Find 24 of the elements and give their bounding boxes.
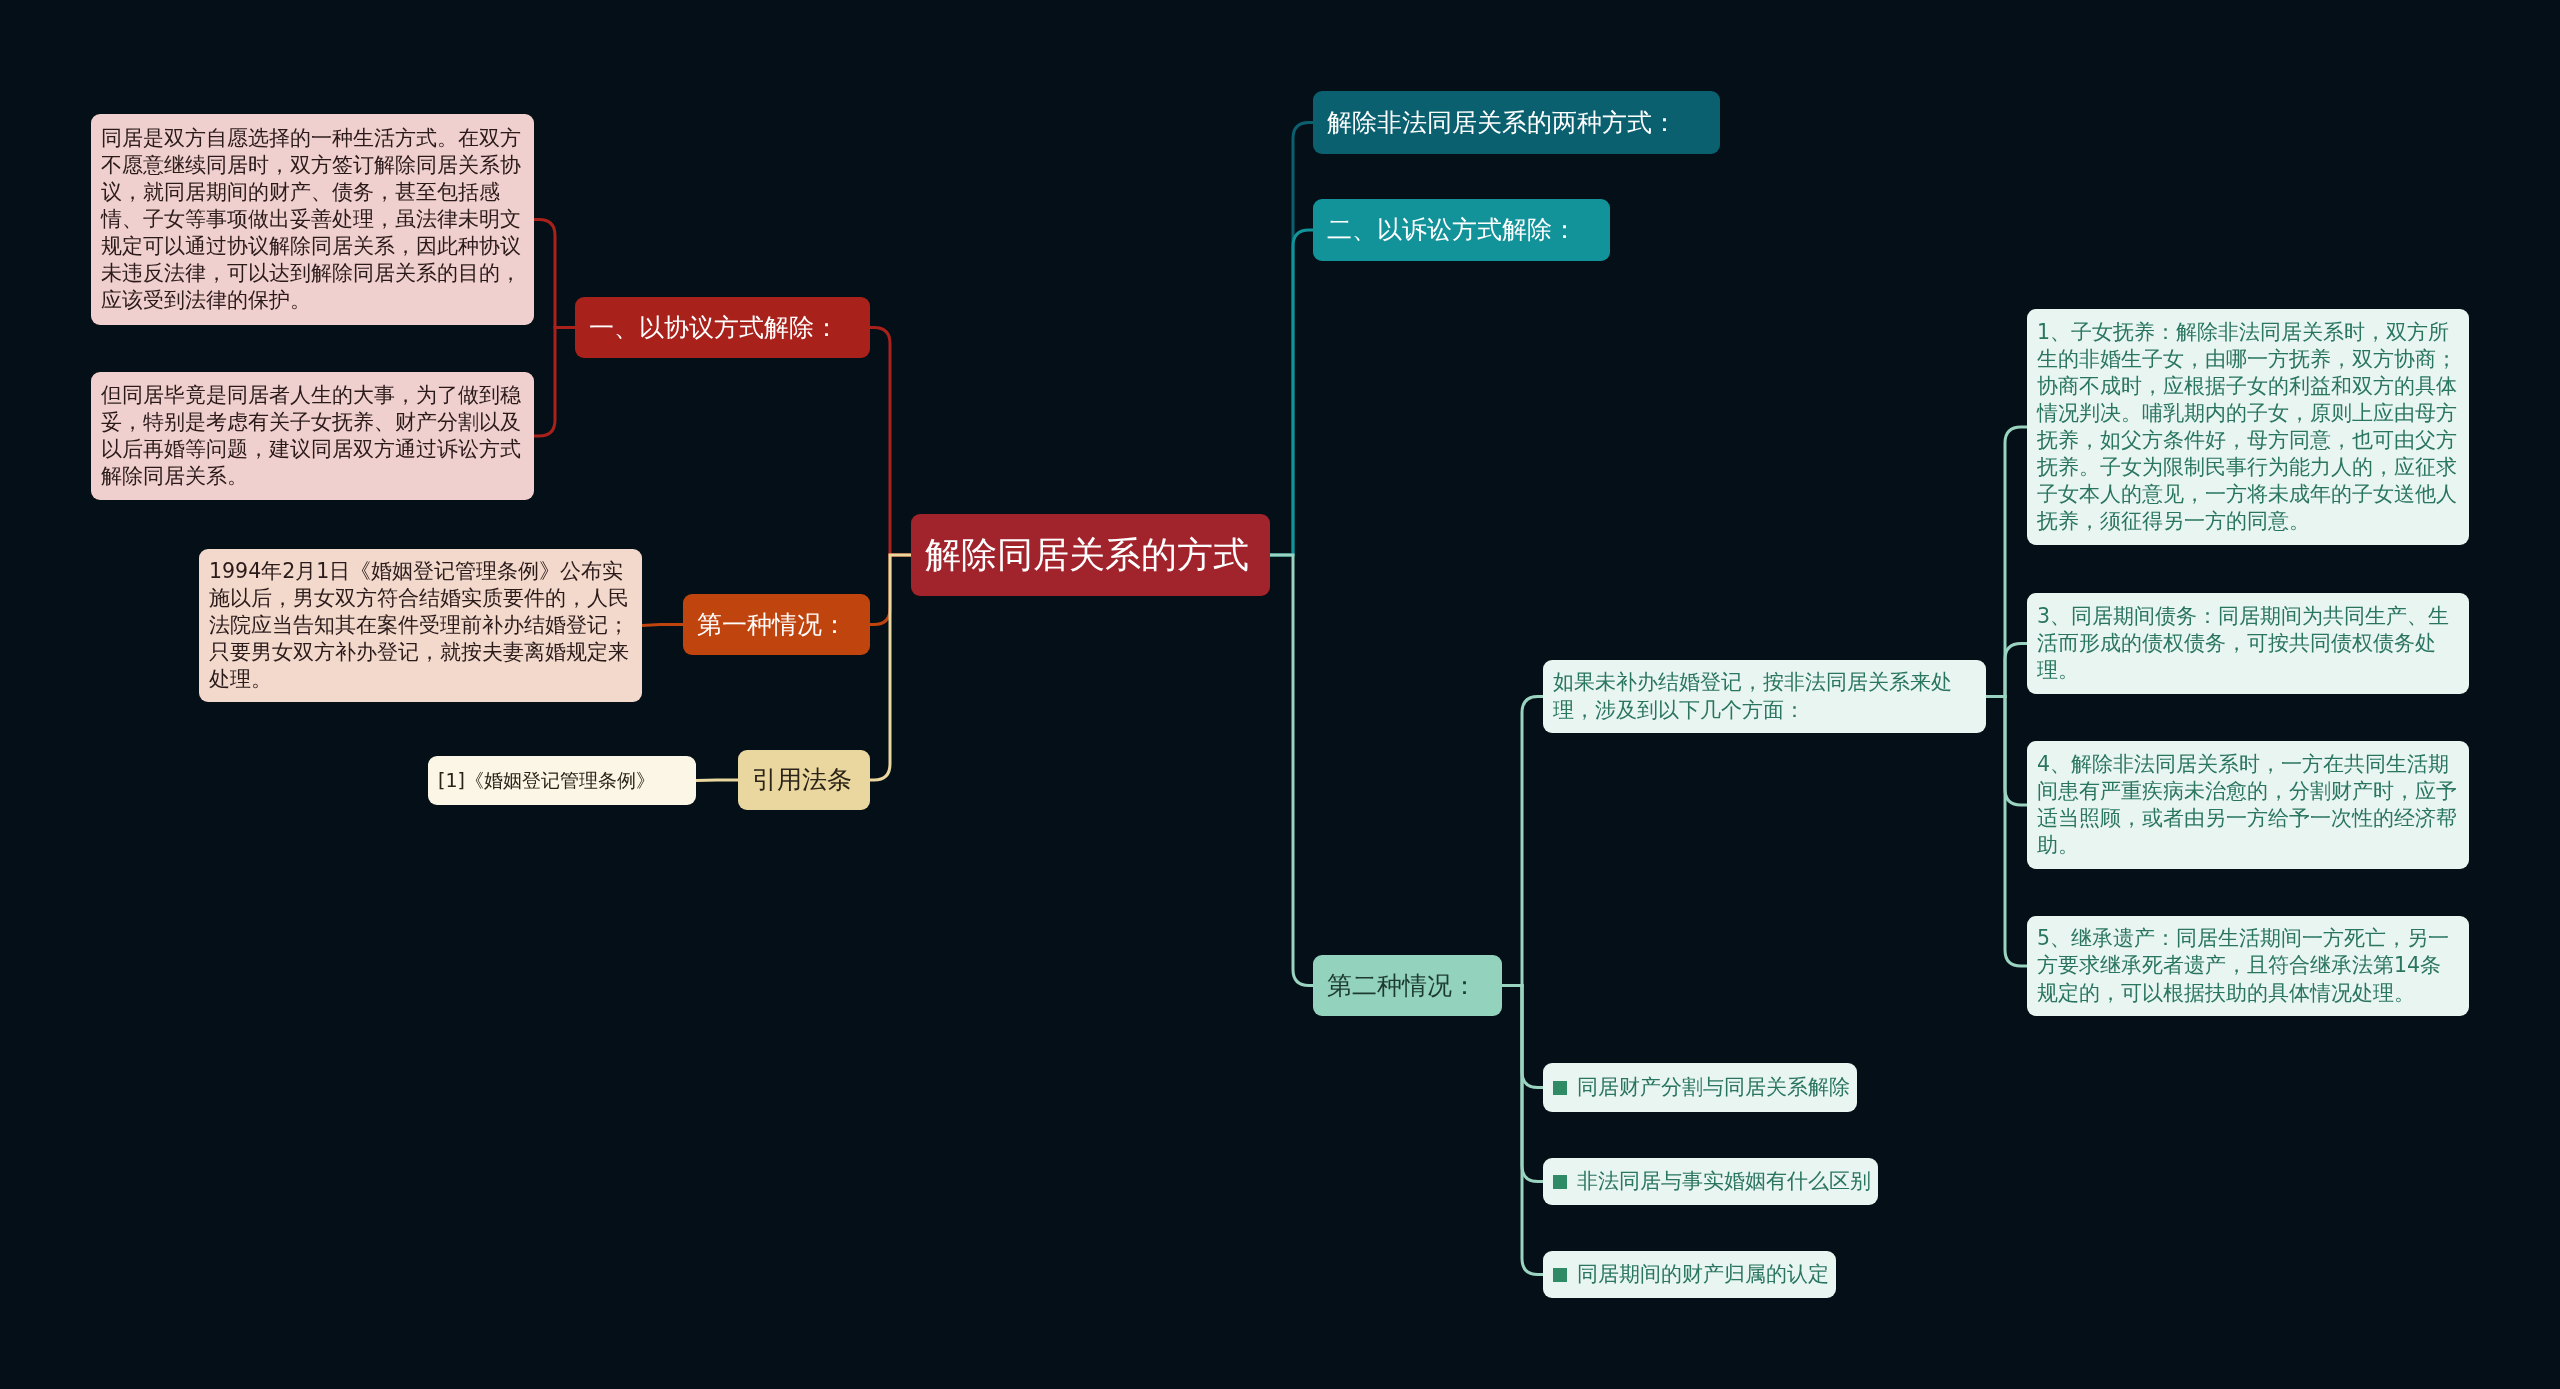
topic-box: 一、以协议方式解除： <box>575 297 870 358</box>
note-box: 同居是双方自愿选择的一种生活方式。在双方不愿意继续同居时，双方签订解除同居关系协议，就同居期间的财产、债务，甚至包括感情、子女等事项做出妥善处理，虽法律未明文规定可以通过协议解除同居关系，因此种协议未违反法律，可以达到解除同居关系的目的，应该受到法律的保护。 <box>91 114 534 325</box>
topic-label: 非法同居与事实婚姻有什么区别 <box>1577 1167 1871 1195</box>
topic-box: 二、以诉讼方式解除： <box>1313 199 1610 261</box>
note-box: 1994年2月1日《婚姻登记管理条例》公布实施以后，男女双方符合结婚实质要件的，人民法院应当告知其在案件受理前补办结婚登记；只要男女双方补办登记，就按夫妻离婚规定来处理。 <box>199 549 642 702</box>
note-box: [1]《婚姻登记管理条例》 <box>428 756 696 805</box>
topic-label: 同居期间的财产归属的认定 <box>1577 1260 1829 1288</box>
note-box: 1、子女抚养：解除非法同居关系时，双方所生的非婚生子女，由哪一方抚养，双方协商；协商不成时，应根据子女的利益和双方的具体情况判决。哺乳期内的子女，原则上应由母方抚养，如父方条件好，母方同意，也可由父方抚养。子女为限制民事行为能力人的，应征求子女本人的意见，一方将未成年的子女送他人抚养，须征得另一方的同意。 <box>2027 309 2469 545</box>
connector-line <box>695 778 738 782</box>
note-box: 3、同居期间债务：同居期间为共同生产、生活而形成的债权债务，可按共同债权债务处理。 <box>2027 593 2469 694</box>
note-box: 4、解除非法同居关系时，一方在共同生活期间患有严重疾病未治愈的，分割财产时，应予适当照顾，或者由另一方给予一次性的经济帮助。 <box>2027 741 2469 869</box>
topic-box: 第一种情况： <box>683 594 870 655</box>
topic-box: 解除非法同居关系的两种方式： <box>1313 91 1720 154</box>
subtopic-card <box>1543 1251 1836 1298</box>
note-box: 但同居毕竟是同居者人生的大事，为了做到稳妥，特别是考虑有关子女抚养、财产分割以及以后再婚等问题，建议同居双方通过诉讼方式解除同居关系。 <box>91 372 534 500</box>
central-topic-box: 解除同居关系的方式 <box>911 514 1270 596</box>
subtopic-card <box>1543 1158 1878 1205</box>
connector-line <box>641 623 683 627</box>
note-box: 5、继承遗产：同居生活期间一方死亡，另一方要求继承死者遗产，且符合继承法第14条规定的，可以根据扶助的具体情况处理。 <box>2027 916 2469 1016</box>
topic-box: 引用法条 <box>738 750 870 810</box>
note-box: 如果未补办结婚登记，按非法同居关系来处理，涉及到以下几个方面： <box>1543 660 1986 733</box>
subtopic-card <box>1543 1063 1857 1112</box>
topic-label: 同居财产分割与同居关系解除 <box>1577 1073 1850 1101</box>
topic-box: 第二种情况： <box>1313 955 1502 1016</box>
